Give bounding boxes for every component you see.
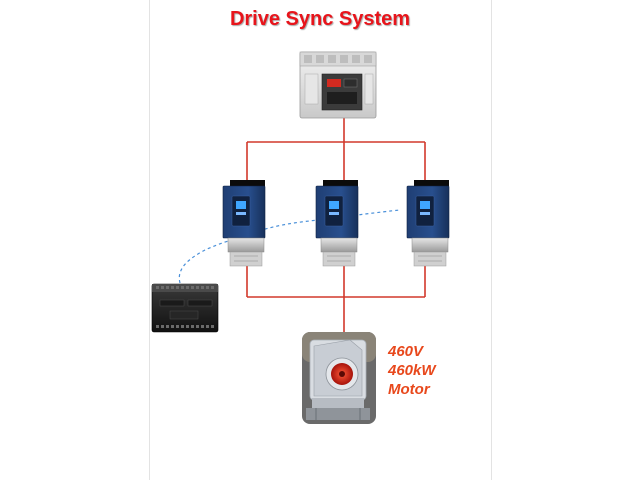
- motor-voltage: 460V: [388, 343, 424, 360]
- fan-motor: [302, 332, 376, 424]
- comm-link-line: [178, 209, 401, 284]
- motor-power: 460kW: [388, 362, 436, 379]
- motor-type: Motor: [388, 381, 430, 398]
- motor-spec-label: 460V 460kW Motor: [388, 342, 436, 399]
- drive-1: [222, 180, 266, 267]
- power-wiring: [246, 118, 426, 332]
- drive-3: [406, 180, 450, 267]
- diagram-title: Drive Sync System: [229, 8, 411, 30]
- circuit-breaker: [299, 51, 377, 119]
- drive-2: [315, 180, 359, 267]
- plc-controller: [151, 283, 219, 333]
